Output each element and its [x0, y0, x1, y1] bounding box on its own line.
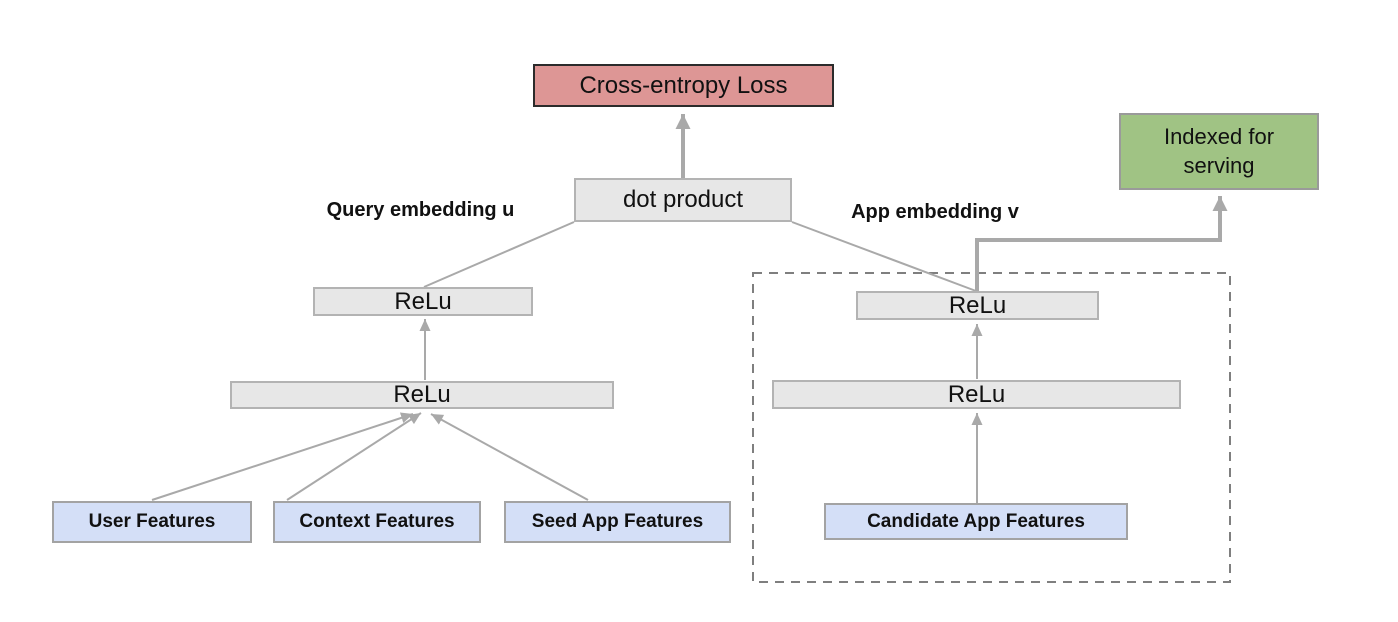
dot-product-box: dot product [574, 178, 792, 222]
dot-to-app-tower-edge [791, 221, 977, 292]
app-relu-top-box: ReLu [856, 291, 1099, 320]
dot-to-query-tower-edge [423, 221, 575, 288]
cross-entropy-loss-box: Cross-entropy Loss [533, 64, 834, 107]
query-embedding-label: Query embedding u [326, 199, 515, 221]
context-features-edge [286, 412, 422, 501]
app-embedding-label: App embedding v [851, 201, 1019, 223]
input-candidate-app-features: Candidate App Features [824, 503, 1128, 540]
input-seed-app-features: Seed App Features [504, 501, 731, 543]
app-tower-dashed-outline [752, 272, 1231, 583]
app-embedding-to-index-arrow [975, 196, 1228, 293]
query-relu-bottom-box: ReLu [230, 381, 614, 409]
user-features-edge [151, 412, 414, 501]
indexed-for-serving-box: Indexed for serving [1119, 113, 1319, 190]
input-user-features: User Features [52, 501, 252, 543]
seed-features-edge [430, 413, 589, 501]
query-relu-top-box: ReLu [313, 287, 533, 316]
app-relu-bottom-box: ReLu [772, 380, 1181, 409]
input-context-features: Context Features [273, 501, 481, 543]
